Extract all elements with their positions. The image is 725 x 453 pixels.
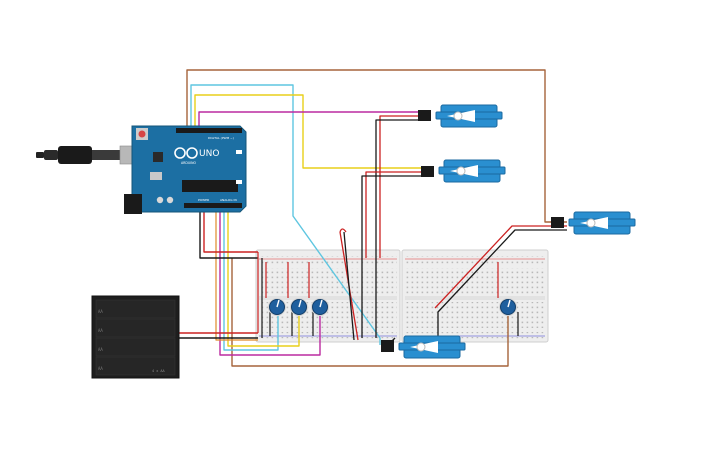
arduino-uno-board[interactable]: UNO ARDUINO DIGITAL (PWM ~) POWER ANALOG… bbox=[124, 125, 247, 214]
knob-indicator-icon bbox=[298, 299, 302, 308]
wire-servo2-black bbox=[361, 175, 428, 338]
wire-red-5v bbox=[203, 205, 258, 253]
battery-cell-label: AA bbox=[98, 328, 103, 333]
battery-cell-label: AA bbox=[98, 347, 103, 352]
reset-button-icon[interactable] bbox=[138, 130, 146, 138]
wire-brown-bottom bbox=[231, 258, 509, 367]
wire-yellow-pot bbox=[227, 205, 300, 347]
arduino-digital-label: DIGITAL (PWM ~) bbox=[208, 136, 234, 140]
servo-motor-1[interactable] bbox=[418, 104, 503, 128]
wire-cross-loop bbox=[339, 228, 347, 233]
servo-motor-4[interactable] bbox=[381, 335, 466, 359]
wire-black-gnd bbox=[199, 205, 258, 259]
wire-servo2-red bbox=[365, 171, 428, 258]
microcontroller-chip bbox=[182, 180, 238, 192]
arduino-power-label: POWER bbox=[198, 198, 209, 202]
breadboard-right bbox=[401, 249, 549, 343]
wire-yellow bbox=[194, 94, 428, 169]
wire-cyan-pot bbox=[223, 205, 279, 351]
wire-cyan bbox=[190, 84, 381, 345]
wire-orange bbox=[215, 205, 258, 341]
battery-pack-label: 4 x AA bbox=[152, 369, 166, 373]
wire-servo1-black bbox=[375, 119, 425, 338]
battery-pack[interactable]: AA AA AA AA 4 x AA bbox=[91, 295, 180, 379]
knob-indicator-icon bbox=[276, 299, 280, 308]
battery-cell-label: AA bbox=[98, 309, 103, 314]
servo-motor-3[interactable] bbox=[551, 211, 636, 235]
knob-indicator-icon bbox=[507, 299, 511, 308]
potentiometer-2[interactable] bbox=[290, 298, 308, 316]
arduino-brand-label: ARDUINO bbox=[181, 161, 197, 165]
potentiometer-4[interactable] bbox=[499, 298, 517, 316]
wire-servo1-red bbox=[379, 115, 425, 258]
potentiometer-3[interactable] bbox=[311, 298, 329, 316]
battery-cell-label: AA bbox=[98, 366, 103, 371]
knob-indicator-icon bbox=[319, 299, 323, 308]
wire-servo3-black bbox=[437, 229, 567, 338]
arduino-model-label: UNO bbox=[199, 149, 219, 159]
wire-magenta bbox=[198, 111, 425, 130]
potentiometer-1[interactable] bbox=[268, 298, 286, 316]
wire-servo3-red bbox=[434, 225, 567, 309]
wire-cross-black bbox=[343, 231, 355, 341]
arduino-logo-icon bbox=[174, 147, 198, 159]
arduino-analog-label: ANALOG IN bbox=[220, 198, 237, 202]
servo-motor-2[interactable] bbox=[421, 159, 506, 183]
usb-cable bbox=[36, 145, 143, 165]
wire-magenta-pot bbox=[219, 205, 321, 356]
